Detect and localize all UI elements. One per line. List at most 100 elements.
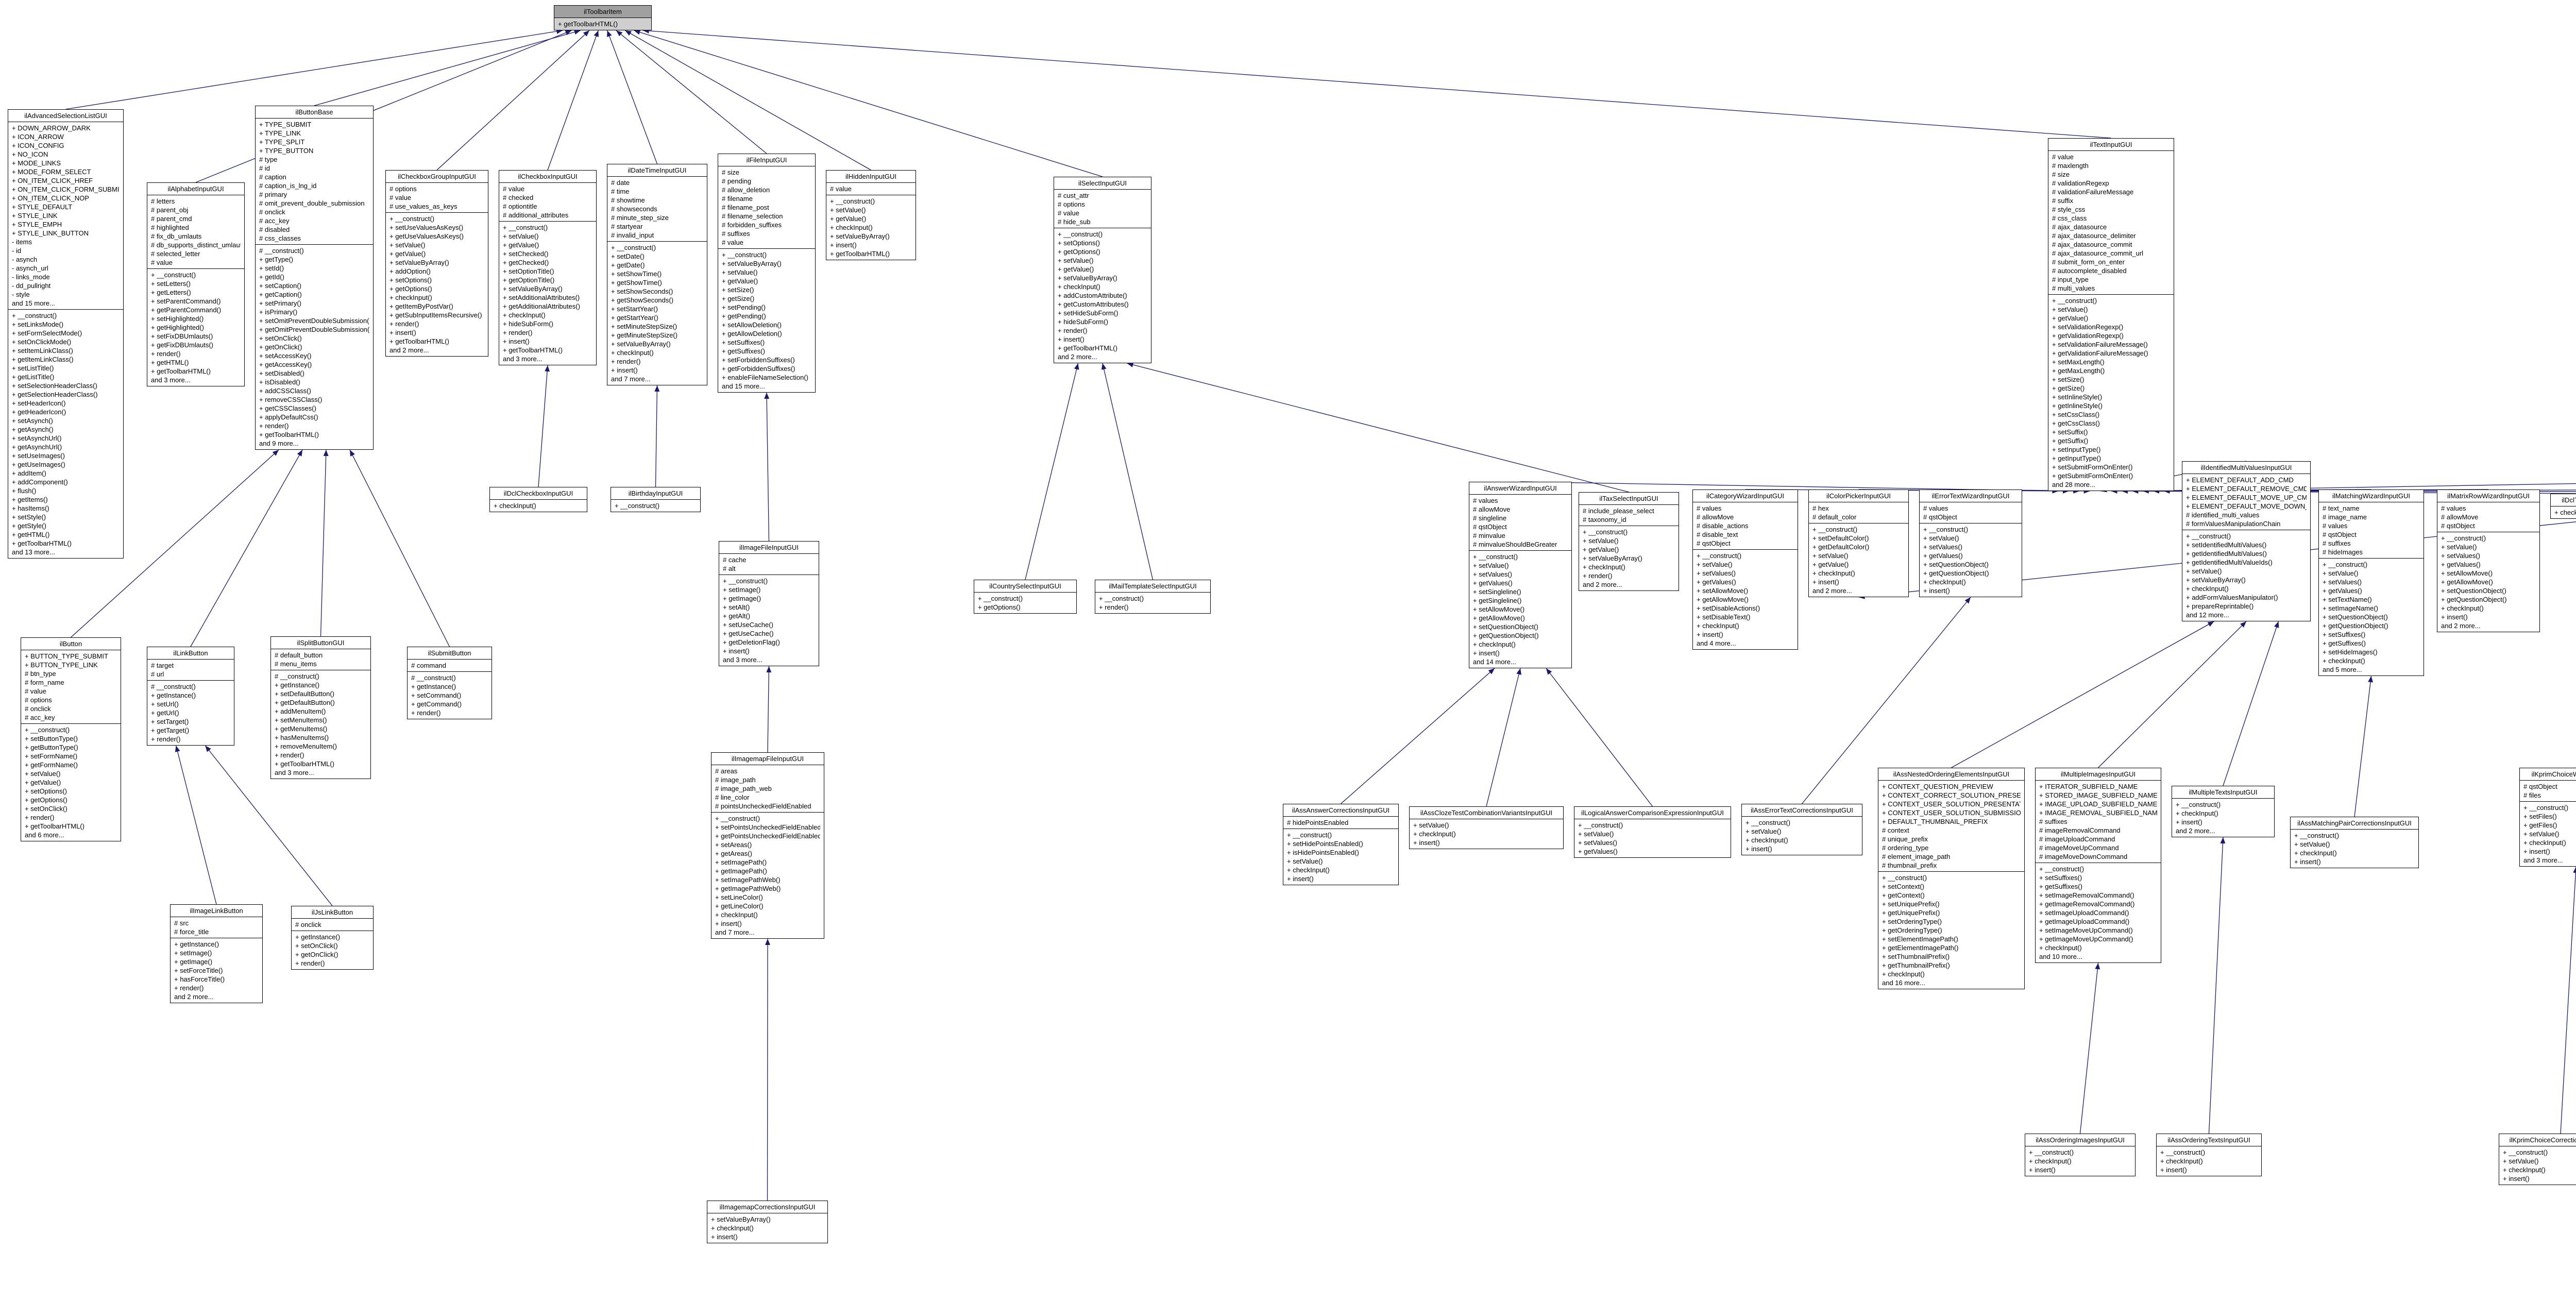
class-box-ilDateTimeInputGUI[interactable]: ilDateTimeInputGUI# date# time# showtime… xyxy=(607,164,707,385)
class-method: + setValue() xyxy=(1578,830,1614,838)
class-method: and 5 more... xyxy=(2323,666,2362,673)
class-box-ilAssMatchingPairCorrectionsInputGUI[interactable]: ilAssMatchingPairCorrectionsInputGUI+ __… xyxy=(2290,817,2419,868)
class-attribute: # unique_prefix xyxy=(1882,835,1928,843)
class-attribute: # minvalue xyxy=(1473,532,1505,539)
class-method: + setValue() xyxy=(2186,567,2222,575)
class-box-ilMultipleImagesInputGUI[interactable]: ilMultipleImagesInputGUI+ ITERATOR_SUBFI… xyxy=(2035,768,2161,963)
class-name: ilSelectInputGUI xyxy=(1078,179,1127,187)
class-method: + __construct() xyxy=(2039,865,2084,873)
class-attribute: # allowMove xyxy=(1697,513,1734,521)
class-method: + setShowTime() xyxy=(611,270,662,278)
class-method: + setForbiddenSuffixes() xyxy=(722,356,795,364)
class-box-ilFileInputGUI[interactable]: ilFileInputGUI# size# pending# allow_del… xyxy=(718,154,816,393)
class-method: + render() xyxy=(259,422,289,430)
class-method: + isHidePointsEnabled() xyxy=(1287,849,1359,856)
class-method: + getThumbnailPrefix() xyxy=(1882,961,1950,969)
class-box-ilIdentifiedMultiValuesInputGUI[interactable]: ilIdentifiedMultiValuesInputGUI+ ELEMENT… xyxy=(2182,461,2311,621)
class-box-ilSelectInputGUI[interactable]: ilSelectInputGUI# cust_attr# options# va… xyxy=(1054,177,1151,363)
class-box-ilJsLinkButton[interactable]: ilJsLinkButton# onclick+ getInstance()+ … xyxy=(291,906,374,970)
class-method: + getValidationRegexp() xyxy=(2052,332,2124,340)
class-method: + setValidationRegexp() xyxy=(2052,323,2124,331)
class-box-ilAssOrderingImagesInputGUI[interactable]: ilAssOrderingImagesInputGUI+ __construct… xyxy=(2025,1134,2136,1176)
class-box-ilAssOrderingTextsInputGUI[interactable]: ilAssOrderingTextsInputGUI+ __construct(… xyxy=(2156,1134,2262,1176)
class-attributes-section: # value# maxlength# size# validationRege… xyxy=(2048,150,2174,294)
class-box-ilMultipleTextsInputGUI[interactable]: ilMultipleTextsInputGUI+ __construct()+ … xyxy=(2172,786,2275,837)
class-box-ilAssClozeTestCombinationVariantsInputGUI[interactable]: ilAssClozeTestCombinationVariantsInputGU… xyxy=(1409,806,1564,849)
class-box-ilKprimChoiceWizardInputGUI[interactable]: ilKprimChoiceWizardInputGUI# qstObject# … xyxy=(2519,768,2576,867)
class-method: + __construct() xyxy=(1099,595,1144,602)
class-method: + getUrl() xyxy=(151,709,179,717)
class-box-ilImagemapCorrectionsInputGUI[interactable]: ilImagemapCorrectionsInputGUI+ setValueB… xyxy=(707,1201,828,1243)
inheritance-edge xyxy=(314,29,581,106)
class-attribute: # fix_db_umlauts xyxy=(151,232,202,240)
class-box-ilSplitButtonGUI[interactable]: ilSplitButtonGUI# default_button# menu_i… xyxy=(270,636,371,779)
class-box-ilAdvancedSelectionListGUI[interactable]: ilAdvancedSelectionListGUI+ DOWN_ARROW_D… xyxy=(8,109,124,559)
class-name: ilMatchingWizardInputGUI xyxy=(2332,492,2410,500)
class-attribute: - asynch_url xyxy=(12,264,48,272)
class-method: + setValues() xyxy=(2441,552,2480,560)
class-box-ilImagemapFileInputGUI[interactable]: ilImagemapFileInputGUI# areas# image_pat… xyxy=(711,752,824,939)
class-box-ilAlphabetInputGUI[interactable]: ilAlphabetInputGUI# letters# parent_obj#… xyxy=(147,182,245,386)
class-attribute: # suffixes xyxy=(722,230,750,238)
class-method: + setValue() xyxy=(25,770,61,778)
class-box-ilToolbarItem[interactable]: ilToolbarItem+ getToolbarHTML() xyxy=(554,5,652,30)
class-method: + setUseValuesAsKeys() xyxy=(389,224,464,231)
class-method: + setAsynch() xyxy=(12,417,53,425)
class-method: + getOptions() xyxy=(389,285,432,293)
class-box-ilLinkButton[interactable]: ilLinkButton# target# url# __construct()… xyxy=(147,647,234,746)
class-box-ilColorPickerInputGUI[interactable]: ilColorPickerInputGUI# hex# default_colo… xyxy=(1808,489,1909,597)
class-box-ilDclCheckboxInputGUI[interactable]: ilDclCheckboxInputGUI+ checkInput() xyxy=(489,487,587,512)
class-method: + getForbiddenSuffixes() xyxy=(722,365,795,373)
class-box-ilAssNestedOrderingElementsInputGUI[interactable]: ilAssNestedOrderingElementsInputGUI+ CON… xyxy=(1878,768,2025,989)
class-box-ilMatchingWizardInputGUI[interactable]: ilMatchingWizardInputGUI# text_name# ima… xyxy=(2318,489,2424,676)
class-methods-section: + __construct()+ setOptions()+ getOption… xyxy=(1054,228,1151,363)
class-attributes-section: # areas# image_path# image_path_web# lin… xyxy=(711,765,824,812)
class-box-ilButton[interactable]: ilButton+ BUTTON_TYPE_SUBMIT+ BUTTON_TYP… xyxy=(21,637,121,841)
class-box-ilMailTemplateSelectInputGUI[interactable]: ilMailTemplateSelectInputGUI+ __construc… xyxy=(1095,580,1211,614)
class-box-ilCheckboxGroupInputGUI[interactable]: ilCheckboxGroupInputGUI# options# value#… xyxy=(385,170,488,357)
class-box-ilImageFileInputGUI[interactable]: ilImageFileInputGUI# cache# alt+ __const… xyxy=(719,541,819,666)
class-method: + setValue() xyxy=(1287,857,1323,865)
class-box-ilHiddenInputGUI[interactable]: ilHiddenInputGUI# value+ __construct()+ … xyxy=(826,170,916,260)
class-method: + setValue() xyxy=(1058,257,1094,264)
class-attributes-section: # value xyxy=(826,182,916,195)
class-attribute: # btn_type xyxy=(25,670,56,678)
class-method: + setImageRemovalCommand() xyxy=(2039,891,2134,899)
class-method: + render() xyxy=(389,320,419,328)
class-box-ilKprimChoiceCorrectionsInputGUI[interactable]: ilKprimChoiceCorrectionsInputGUI+ __cons… xyxy=(2499,1134,2576,1185)
class-box-ilTaxSelectInputGUI[interactable]: ilTaxSelectInputGUI# include_please_sele… xyxy=(1579,492,1679,591)
inheritance-edge xyxy=(2560,866,2576,1134)
class-box-ilBirthdayInputGUI[interactable]: ilBirthdayInputGUI+ __construct() xyxy=(611,487,701,512)
class-method: + getCaption() xyxy=(259,291,302,298)
inheritance-edge xyxy=(71,449,279,638)
class-box-ilButtonBase[interactable]: ilButtonBase+ TYPE_SUBMIT+ TYPE_LINK+ TY… xyxy=(255,106,374,450)
class-box-ilAnswerWizardInputGUI[interactable]: ilAnswerWizardInputGUI# values# allowMov… xyxy=(1469,482,1572,668)
class-method: and 2 more... xyxy=(1058,353,1097,361)
class-method: + getStyle() xyxy=(12,522,46,530)
inheritance-edge xyxy=(764,392,770,542)
class-box-ilErrorTextWizardInputGUI[interactable]: ilErrorTextWizardInputGUI# values# qstOb… xyxy=(1919,489,2022,597)
class-method: + getOnClick() xyxy=(259,343,302,351)
class-method: + setSelectionHeaderClass() xyxy=(12,382,97,390)
class-box-ilDclTextInputGUI[interactable]: ilDclTextInputGUI+ checkInput() xyxy=(2550,494,2576,519)
class-box-ilCheckboxInputGUI[interactable]: ilCheckboxInputGUI# value# checked# opti… xyxy=(499,170,597,365)
class-attribute: # onclick xyxy=(295,921,321,928)
class-box-ilAssErrorTextCorrectionsInputGUI[interactable]: ilAssErrorTextCorrectionsInputGUI+ __con… xyxy=(1741,804,1862,855)
class-box-ilSubmitButton[interactable]: ilSubmitButton# command# __construct()+ … xyxy=(407,647,492,719)
class-box-ilImageLinkButton[interactable]: ilImageLinkButton# src# force_title+ get… xyxy=(170,904,263,1003)
class-box-ilCategoryWizardInputGUI[interactable]: ilCategoryWizardInputGUI# values# allowM… xyxy=(1692,489,1798,650)
class-attribute: # qstObject xyxy=(1923,513,1957,521)
class-box-ilCountrySelectInputGUI[interactable]: ilCountrySelectInputGUI+ __construct()+ … xyxy=(974,580,1077,614)
class-method: + getToolbarHTML() xyxy=(389,337,449,345)
class-method: + getValidationFailureMessage() xyxy=(2052,349,2148,357)
class-attribute: # allowMove xyxy=(1473,505,1511,513)
class-attribute: # files xyxy=(2523,791,2541,799)
class-box-ilLogicalAnswerComparisonExpressionInputGUI[interactable]: ilLogicalAnswerComparisonExpressionInput… xyxy=(1574,806,1731,858)
class-method: + addFormValuesManipulator() xyxy=(2186,594,2278,601)
class-box-ilAssAnswerCorrectionsInputGUI[interactable]: ilAssAnswerCorrectionsInputGUI# hidePoin… xyxy=(1283,804,1399,885)
class-method: + __construct() xyxy=(830,197,875,205)
class-box-ilTextInputGUI[interactable]: ilTextInputGUI# value# maxlength# size# … xyxy=(2048,138,2174,491)
class-box-ilMatrixRowWizardInputGUI[interactable]: ilMatrixRowWizardInputGUI# values# allow… xyxy=(2437,489,2540,632)
class-method: + addComponent() xyxy=(12,478,68,486)
class-method: + setUrl() xyxy=(151,700,179,708)
